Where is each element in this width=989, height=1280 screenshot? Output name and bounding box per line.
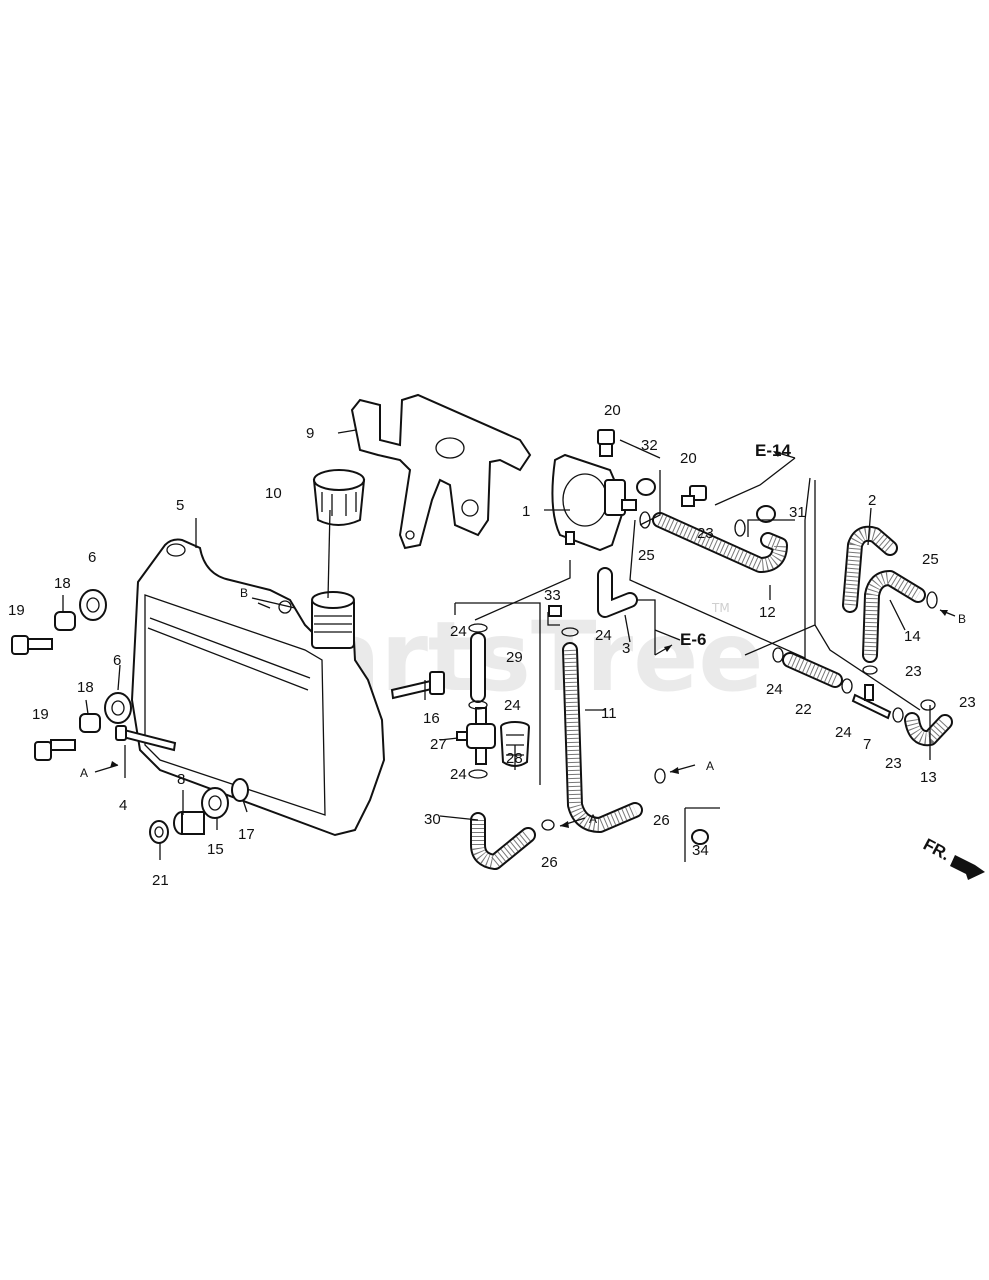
collar-8 [173,811,205,835]
grommet-6-upper [79,589,107,621]
callout-19-upper: 19 [8,602,25,619]
clip-34 [691,829,709,845]
bolt-20-lower [681,485,707,507]
callout-24-b: 24 [595,627,612,644]
callout-24-d: 24 [450,766,467,783]
letter-b-tank: B [240,586,248,600]
fuel-cap [312,469,366,526]
letter-a-bolt: A [80,766,88,780]
callout-11: 11 [601,705,617,722]
hose-22 [782,652,843,688]
letter-b-hose-14: B [958,612,966,626]
joint-7 [851,684,892,720]
callout-8: 8 [177,771,185,788]
direction-arrows [94,451,956,828]
front-arrow-icon [950,855,985,880]
reference-label-e14: E-14 [755,441,791,460]
bolt-20-upper [597,429,615,457]
clip-33 [548,605,562,617]
callout-24-f: 24 [835,724,852,741]
front-indicator: FR. [920,835,953,865]
fuel-tank [130,538,386,837]
letter-a-hose-30: A [589,812,597,826]
callout-7: 7 [863,736,871,753]
callout-33: 33 [544,587,561,604]
callout-28: 28 [506,750,523,767]
letter-a-clip-26: A [706,759,714,773]
callout-19-lower: 19 [32,706,49,723]
collar-18-lower [79,713,101,733]
callout-20-upper: 20 [604,402,621,419]
callout-26-a: 26 [541,854,558,871]
callout-26-b: 26 [653,812,670,829]
nut-21 [149,820,169,844]
callout-18-upper: 18 [54,575,71,592]
hose-30 [470,812,536,870]
collar-18-upper [54,611,76,631]
callout-3: 3 [622,640,630,657]
reference-label-e6: E-6 [680,630,706,649]
nut-31 [756,505,776,523]
hose-3 [597,567,638,618]
nut-32 [636,478,656,496]
bolt-4 [115,725,177,752]
hose-13 [904,712,953,747]
trademark-mark: TM [711,601,730,615]
callout-1: 1 [522,503,530,520]
callout-15: 15 [207,841,224,858]
callout-23-a: 23 [697,525,714,542]
hose-2 [842,525,898,613]
callout-17: 17 [238,826,255,843]
callout-24-e: 24 [766,681,783,698]
callout-24-c: 24 [504,697,521,714]
fuel-pump [551,453,637,552]
callout-9: 9 [306,425,314,442]
callout-12: 12 [759,604,776,621]
leader-lines [62,429,931,862]
callout-23-d: 23 [885,755,902,772]
callout-16: 16 [423,710,440,727]
callout-6-lower: 6 [113,652,121,669]
callout-32: 32 [641,437,658,454]
callout-13: 13 [920,769,937,786]
bolt-16 [390,671,445,700]
callout-6-upper: 6 [88,549,96,566]
callout-5: 5 [176,497,184,514]
washer-17 [231,778,249,802]
callout-18-lower: 18 [77,679,94,696]
callout-4: 4 [119,797,127,814]
callout-23-c: 23 [959,694,976,711]
bolt-19-upper [11,635,53,655]
fuel-valve-27 [456,707,496,765]
callout-14: 14 [904,628,921,645]
callout-numbers: 1 2 3 4 5 6 6 7 8 9 10 11 12 13 14 15 16… [8,402,976,889]
hose-12 [652,512,788,573]
callout-21: 21 [152,872,169,889]
callout-31: 31 [789,504,806,521]
callout-2: 2 [868,492,876,509]
callout-34: 34 [692,842,709,859]
callout-29: 29 [506,649,523,666]
grommet-15 [201,787,229,819]
callout-10: 10 [265,485,282,502]
callout-25-b: 25 [922,551,939,568]
callout-20-lower: 20 [680,450,697,467]
callout-24-a: 24 [450,623,467,640]
grommet-6-lower [104,692,132,724]
callout-25-a: 25 [638,547,655,564]
callout-27: 27 [430,736,447,753]
tank-bracket [350,393,532,550]
callout-23-b: 23 [905,663,922,680]
callout-30: 30 [424,811,441,828]
bolt-19-lower [34,739,76,761]
hose-11 [562,642,643,833]
hose-14 [862,570,926,663]
callout-22: 22 [795,701,812,718]
